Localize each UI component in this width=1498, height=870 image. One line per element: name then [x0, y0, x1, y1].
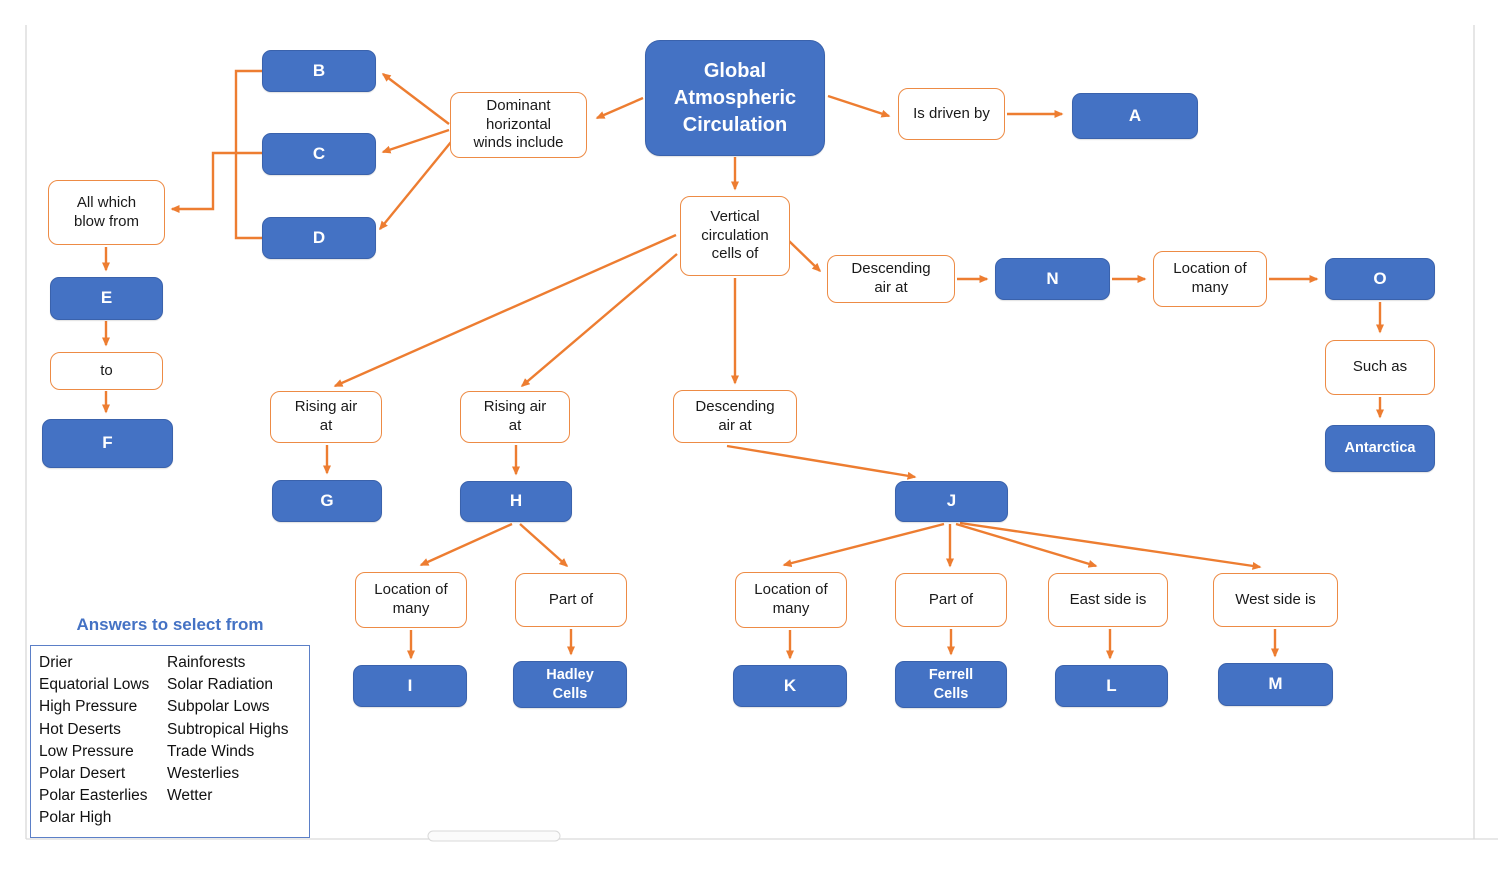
node-antarctica[interactable]: Antarctica	[1325, 425, 1435, 472]
connector-is-driven-by: Is driven by	[898, 88, 1005, 140]
node-n[interactable]: N	[995, 258, 1110, 300]
answer-option[interactable]: Polar High	[39, 809, 112, 827]
node-ferrell-cells[interactable]: Ferrell Cells	[895, 661, 1007, 708]
node-c[interactable]: C	[262, 133, 376, 175]
node-a[interactable]: A	[1072, 93, 1198, 139]
connector-location-of-many-j: Location of many	[735, 572, 847, 628]
answers-panel-title: Answers to select from	[76, 615, 264, 634]
answer-option[interactable]: Subpolar Lows	[167, 698, 270, 716]
node-g[interactable]: G	[272, 480, 382, 522]
answers-column-1: Drier Equatorial Lows High Pressure Hot …	[39, 652, 167, 837]
connector-descending-air-right: Descending air at	[827, 255, 955, 303]
connector-dominant-horizontal-winds: Dominant horizontal winds include	[450, 92, 587, 158]
node-d[interactable]: D	[262, 217, 376, 259]
connector-part-of-h: Part of	[515, 573, 627, 627]
answer-option[interactable]: Solar Radiation	[167, 676, 273, 694]
answer-option[interactable]: Equatorial Lows	[39, 676, 150, 694]
connector-rising-air-2: Rising air at	[460, 391, 570, 443]
node-hadley-cells[interactable]: Hadley Cells	[513, 661, 627, 708]
answer-option[interactable]: Subtropical Highs	[167, 720, 289, 738]
answer-option[interactable]: Polar Easterlies	[39, 787, 148, 805]
connector-vertical-circulation-cells: Vertical circulation cells of	[680, 196, 790, 276]
node-k[interactable]: K	[733, 665, 847, 707]
node-global-atmospheric-circulation: Global Atmospheric Circulation	[645, 40, 825, 156]
answer-option[interactable]: Rainforests	[167, 654, 246, 671]
answer-option[interactable]: Hot Deserts	[39, 720, 121, 738]
node-m[interactable]: M	[1218, 663, 1333, 706]
node-i[interactable]: I	[353, 665, 467, 707]
answer-option[interactable]: Wetter	[167, 787, 213, 805]
connector-to: to	[50, 352, 163, 390]
answer-option[interactable]: Drier	[39, 654, 73, 671]
connector-rising-air-1: Rising air at	[270, 391, 382, 443]
node-h[interactable]: H	[460, 481, 572, 522]
answer-option[interactable]: Low Pressure	[39, 742, 134, 760]
answers-panel: Drier Equatorial Lows High Pressure Hot …	[30, 645, 310, 838]
answer-option[interactable]: Polar Desert	[39, 765, 126, 783]
connector-all-which-blow-from: All which blow from	[48, 180, 165, 245]
answer-option[interactable]: Trade Winds	[167, 742, 255, 760]
answer-option[interactable]: High Pressure	[39, 698, 138, 716]
node-b[interactable]: B	[262, 50, 376, 92]
node-o[interactable]: O	[1325, 258, 1435, 300]
connector-part-of-j: Part of	[895, 573, 1007, 627]
node-l[interactable]: L	[1055, 665, 1168, 707]
node-j[interactable]: J	[895, 481, 1008, 522]
connector-west-side-is: West side is	[1213, 573, 1338, 627]
connector-location-of-many-h: Location of many	[355, 572, 467, 628]
page-bottom-tab	[427, 830, 561, 842]
node-e[interactable]: E	[50, 277, 163, 320]
answers-column-2: Rainforests Solar Radiation Subpolar Low…	[167, 652, 305, 837]
connector-descending-air-center: Descending air at	[673, 390, 797, 443]
node-f[interactable]: F	[42, 419, 173, 468]
connector-location-of-many-n: Location of many	[1153, 251, 1267, 307]
answer-option[interactable]: Westerlies	[167, 765, 240, 783]
connector-such-as: Such as	[1325, 340, 1435, 395]
connector-east-side-is: East side is	[1048, 573, 1168, 627]
